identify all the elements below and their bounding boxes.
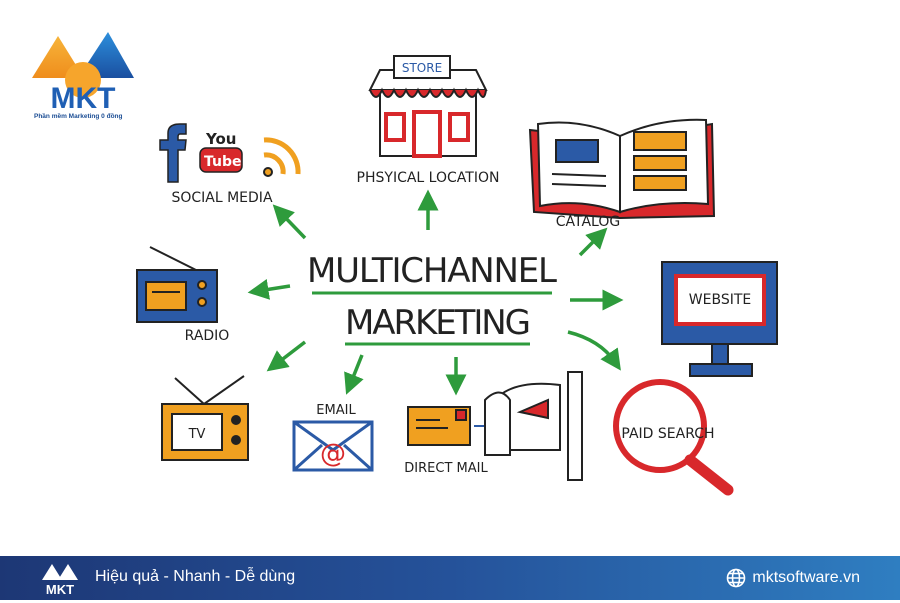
website-label: WEBSITE	[689, 292, 751, 308]
arrow-social	[272, 204, 307, 240]
website-monitor-icon	[661, 261, 778, 377]
direct-mail-label: DIRECT MAIL	[404, 461, 488, 476]
footer-bar: MKT Hiệu quả - Nhanh - Dễ dùng mktsoftwa…	[0, 556, 900, 600]
svg-text:You: You	[205, 130, 236, 148]
social-media: You Tube SOCIAL MEDIA	[159, 123, 301, 206]
arrow-tv	[266, 340, 307, 372]
diagram-title: MULTICHANNEL MARKETING	[307, 251, 557, 346]
arrow-radio	[247, 279, 291, 300]
email-envelope-icon: @	[292, 420, 374, 472]
rss-icon	[263, 137, 301, 177]
social-media-label: SOCIAL MEDIA	[171, 190, 272, 206]
title-line-1: MULTICHANNEL	[307, 251, 557, 291]
footer-slogan: Hiệu quả - Nhanh - Dễ dùng	[95, 568, 296, 585]
radio-icon	[136, 246, 218, 323]
tv-label: TV	[188, 427, 206, 442]
paid-search-label: PAID SEARCH	[621, 426, 714, 442]
svg-text:@: @	[320, 439, 346, 469]
multichannel-marketing-diagram: MULTICHANNEL MARKETING You Tube SOCIAL M…	[136, 55, 778, 496]
catalog-icon	[528, 118, 716, 220]
logo-text: MKT	[51, 82, 116, 115]
arrow-search	[567, 330, 621, 371]
radio-label: RADIO	[185, 328, 230, 344]
magnifier-icon	[613, 379, 734, 496]
store-icon: STORE	[368, 55, 488, 158]
footer-website-text: mktsoftware.vn	[752, 569, 860, 586]
svg-text:Tube: Tube	[204, 154, 242, 170]
mkt-logo: MKT	[28, 28, 138, 128]
email-label: EMAIL	[316, 403, 356, 418]
tv-icon	[161, 375, 249, 461]
direct-mail-icon	[407, 406, 504, 446]
globe-icon	[727, 568, 746, 588]
logo-tagline: Phần mềm Marketing 0 đồng	[34, 113, 123, 120]
arrows	[247, 189, 624, 396]
youtube-icon: You Tube	[199, 130, 243, 173]
physical-location-label: PHSYICAL LOCATION	[357, 170, 500, 186]
footer-website-link[interactable]: mktsoftware.vn	[726, 568, 860, 588]
facebook-icon	[159, 123, 187, 183]
arrow-email	[344, 354, 364, 395]
catalog-label: CATALOG	[556, 214, 620, 230]
store-sign: STORE	[402, 61, 442, 75]
svg-text:MKT: MKT	[46, 582, 74, 597]
arrow-catalog	[578, 227, 608, 257]
footer-logo: MKT	[40, 560, 80, 598]
title-line-2: MARKETING	[345, 303, 531, 343]
mailbox-icon	[484, 371, 583, 481]
